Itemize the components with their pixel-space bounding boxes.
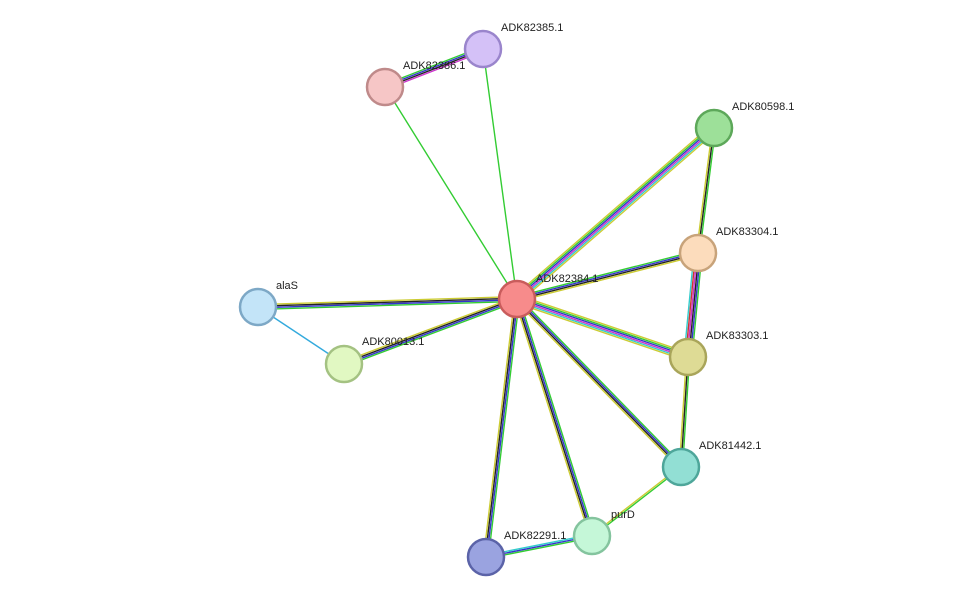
- label-layer: ADK82384.1 ADK82385.1ADK82386.1ADK80598.1…: [276, 22, 794, 542]
- edge-layer: [257, 46, 718, 560]
- edge-evidence-line: [257, 295, 518, 306]
- node-ADK80598.1[interactable]: [694, 108, 734, 148]
- edge-ADK82384.1-ADK82386.1: [384, 86, 518, 300]
- edge-evidence-line: [516, 127, 716, 301]
- edge-evidence-line: [517, 296, 690, 356]
- edge-ADK82384.1-ADK83303.1: [515, 294, 690, 362]
- node-label-ADK81442.1: ADK81442.1: [699, 440, 761, 452]
- edge-evidence-line: [515, 302, 688, 362]
- edge-ADK82384.1-ADK82385.1: [482, 48, 518, 300]
- node-label-ADK83304.1: ADK83304.1: [716, 226, 778, 238]
- node-label-ADK80013.1: ADK80013.1: [362, 336, 424, 348]
- node-layer: [238, 29, 734, 577]
- edge-evidence-line: [342, 296, 517, 363]
- edge-evidence-line: [515, 249, 699, 298]
- node-ADK82386.1[interactable]: [365, 67, 405, 107]
- edge-evidence-line: [517, 129, 717, 302]
- edge-evidence-line: [257, 300, 518, 311]
- edge-ADK80598.1-ADK83304.1: [695, 127, 717, 254]
- node-alaS[interactable]: [238, 287, 278, 327]
- edge-evidence-line: [518, 130, 718, 303]
- edge-evidence-line: [698, 127, 717, 254]
- edge-ADK82384.1-ADK80013.1: [342, 296, 519, 367]
- edge-evidence-line: [484, 298, 517, 558]
- edge-evidence-line: [513, 124, 713, 297]
- edge-ADK82384.1-alaS: [257, 295, 518, 311]
- node-ADK81442.1[interactable]: [661, 447, 701, 487]
- edge-evidence-line: [482, 298, 516, 558]
- node-label-ADK82291.1: ADK82291.1: [504, 530, 566, 542]
- edge-evidence-line: [516, 299, 689, 359]
- edge-evidence-line: [486, 298, 519, 558]
- node-label-purD: purD: [611, 509, 635, 521]
- edge-evidence-line: [343, 297, 518, 364]
- edge-evidence-line: [384, 86, 518, 300]
- edge-evidence-line: [518, 296, 684, 467]
- edge-evidence-line: [516, 254, 700, 303]
- edge-evidence-line: [487, 298, 521, 558]
- edge-evidence-line: [514, 125, 714, 298]
- edge-ADK82384.1-ADK81442.1: [514, 296, 684, 470]
- edge-ADK82384.1-ADK82291.1: [482, 298, 521, 558]
- edge-evidence-line: [515, 126, 715, 300]
- edge-ADK82384.1-purD: [514, 297, 595, 538]
- node-ADK80013.1[interactable]: [324, 344, 364, 384]
- edge-evidence-line: [518, 297, 595, 536]
- edge-evidence-line: [344, 300, 519, 367]
- edge-evidence-line: [514, 299, 680, 470]
- edge-evidence-line: [515, 298, 682, 469]
- edge-evidence-line: [257, 299, 518, 309]
- edge-evidence-line: [516, 297, 683, 468]
- edge-evidence-line: [517, 298, 594, 537]
- edge-evidence-line: [514, 299, 591, 538]
- node-ADK82384.1[interactable]: [497, 279, 537, 319]
- edge-evidence-line: [257, 297, 518, 307]
- edge-evidence-line: [482, 48, 518, 300]
- node-label-ADK82385.1: ADK82385.1: [501, 22, 563, 34]
- edge-evidence-line: [695, 127, 714, 254]
- edge-evidence-line: [516, 297, 689, 357]
- node-label-ADK80598.1: ADK80598.1: [732, 101, 794, 113]
- edge-evidence-line: [697, 127, 715, 254]
- edge-evidence-line: [515, 298, 592, 537]
- edge-evidence-line: [516, 253, 699, 301]
- edge-evidence-line: [515, 300, 688, 360]
- node-label-alaS: alaS: [276, 280, 298, 292]
- edge-evidence-line: [517, 294, 690, 354]
- node-ADK83303.1[interactable]: [668, 337, 708, 377]
- node-ADK82291.1[interactable]: [466, 537, 506, 577]
- edge-ADK82384.1-ADK83304.1: [515, 249, 700, 303]
- node-ADK83304.1[interactable]: [678, 233, 718, 273]
- node-purD[interactable]: [572, 516, 612, 556]
- node-label-ADK82384.1: ADK82384.1: [536, 273, 598, 285]
- node-label-ADK82386.1: ADK82386.1: [403, 60, 465, 72]
- edge-ADK82384.1-ADK80598.1: [513, 124, 718, 303]
- node-ADK82385.1[interactable]: [463, 29, 503, 69]
- edge-evidence-line: [516, 251, 699, 299]
- edge-evidence-line: [343, 299, 518, 366]
- node-label-ADK83303.1: ADK83303.1: [706, 330, 768, 342]
